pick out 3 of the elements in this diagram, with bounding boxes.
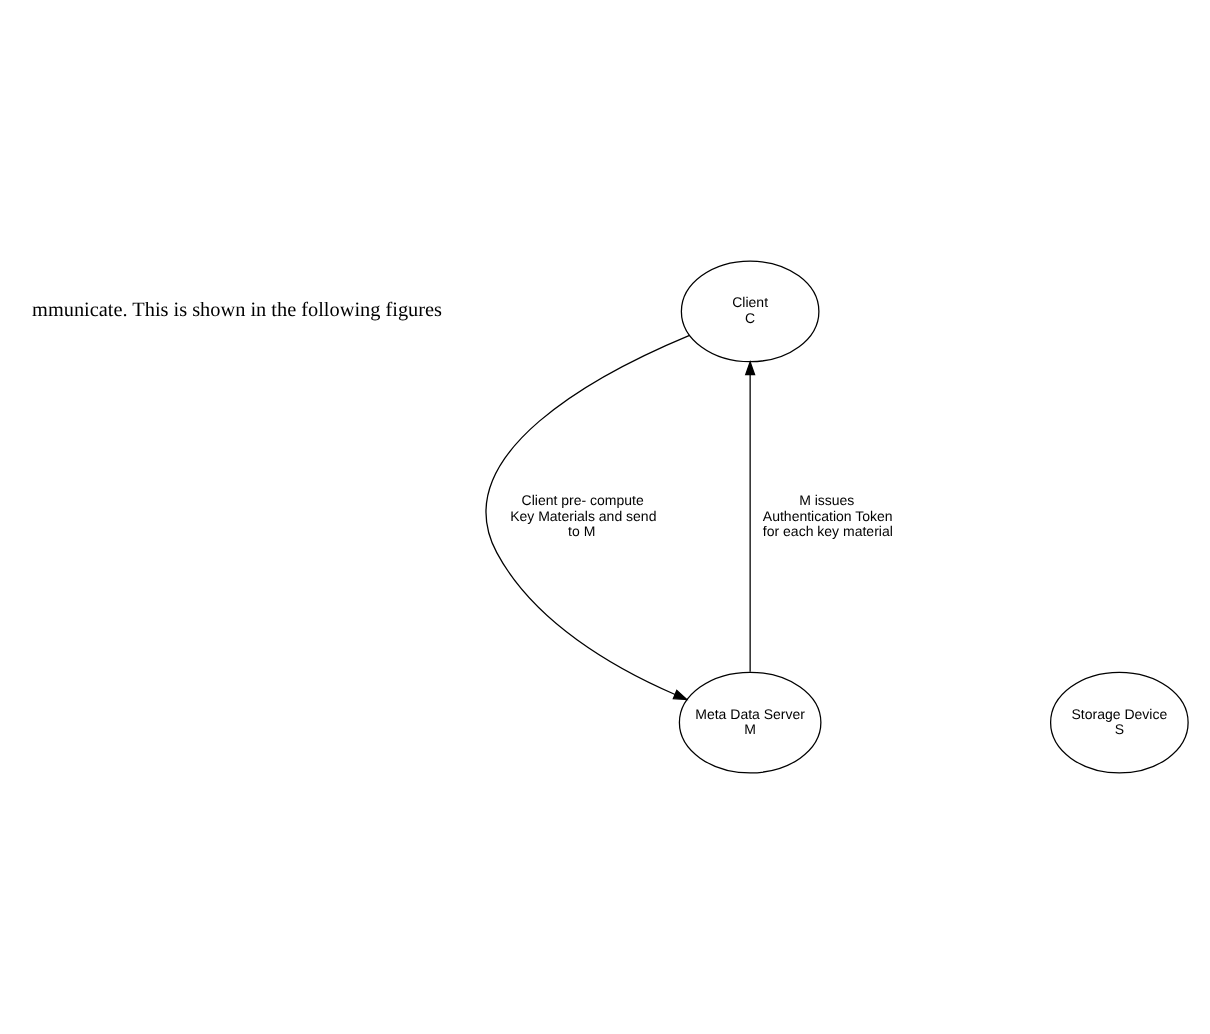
arrow	[744, 360, 756, 673]
arrow	[485, 334, 691, 701]
label: mmunicate. This is shown in the following figures	[32, 300, 442, 323]
